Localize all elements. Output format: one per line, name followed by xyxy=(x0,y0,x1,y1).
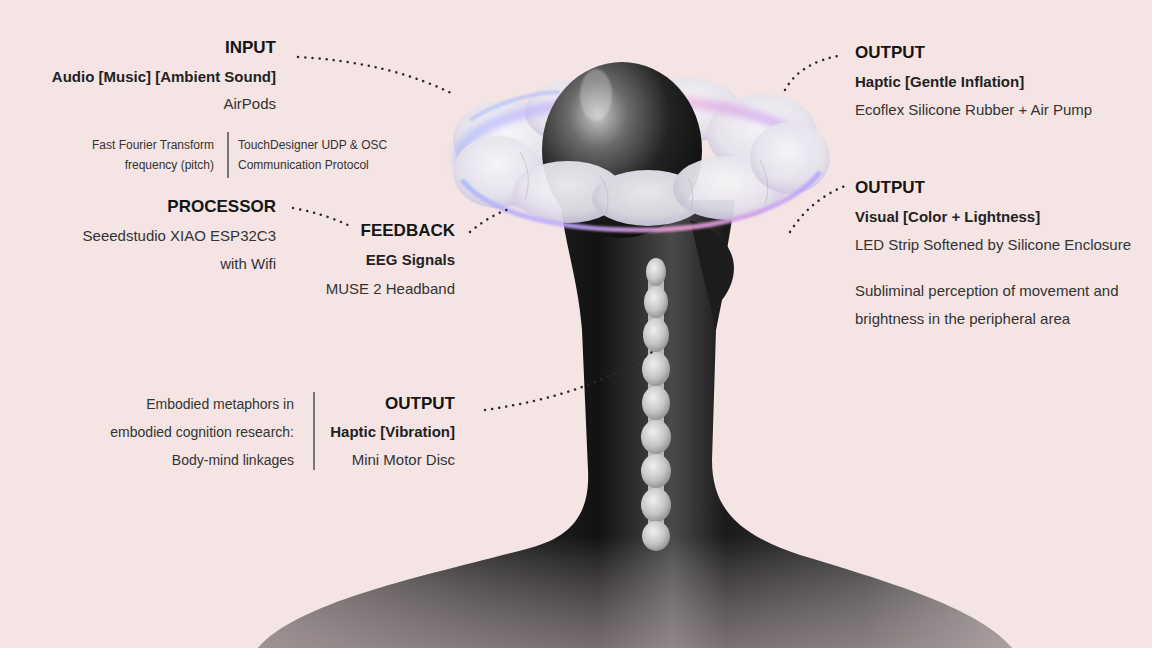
divider-rules xyxy=(228,132,314,470)
research-note: Embodied metaphors in embodied cognition… xyxy=(94,390,294,474)
component-name: Mini Motor Disc xyxy=(352,449,455,471)
component-name: Ecoflex Silicone Rubber + Air Pump xyxy=(855,99,1092,121)
section-heading: OUTPUT xyxy=(385,394,455,414)
method-note: Fast Fourier Transform frequency (pitch) xyxy=(79,135,214,175)
signal-type: EEG Signals xyxy=(366,249,455,271)
output-type: Haptic [Vibration] xyxy=(330,421,455,443)
output-type: Haptic [Gentle Inflation] xyxy=(855,71,1024,93)
output-type: Visual [Color + Lightness] xyxy=(855,206,1040,228)
component-name: MUSE 2 Headband xyxy=(326,278,455,300)
input-type: Audio [Music] [Ambient Sound] xyxy=(52,66,276,88)
component-name: Seeedstudio XIAO ESP32C3 with Wifi xyxy=(71,222,276,278)
component-name: AirPods xyxy=(223,93,276,115)
software-note: TouchDesigner UDP & OSC Communication Pr… xyxy=(238,135,438,175)
section-heading: OUTPUT xyxy=(855,43,925,63)
section-heading: INPUT xyxy=(225,38,276,58)
section-heading: PROCESSOR xyxy=(167,197,276,217)
component-name: LED Strip Softened by Silicone Enclosure xyxy=(855,234,1131,256)
design-note: Subliminal perception of movement and br… xyxy=(855,277,1140,333)
leader-lines xyxy=(293,55,845,410)
section-heading: FEEDBACK xyxy=(361,221,455,241)
section-heading: OUTPUT xyxy=(855,178,925,198)
